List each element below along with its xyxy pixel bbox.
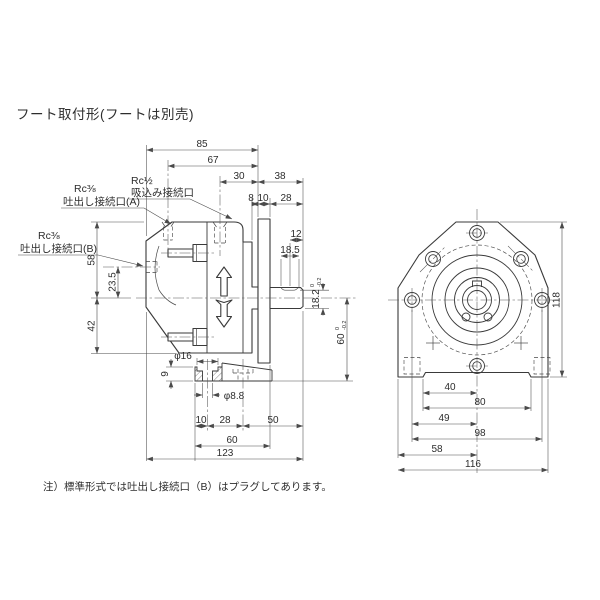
shaft-key-flat [280,287,299,291]
dim-60-tol-lower: -0.2 [342,321,348,330]
foot-hatch-left [194,366,203,382]
dim-18-2: 18.2 [311,289,322,309]
small-hole-right [483,312,493,322]
dim-123: 123 [217,448,234,459]
dim-60-foot: 60 [226,435,238,446]
drawing-note: 注）標準形式では吐出し接続口（B）はプラグしてあります。 [43,480,332,493]
discharge-b-size-text: Rc⅜ [38,230,60,242]
dim-23-5: 23.5 [108,272,119,292]
mounting-flange [257,218,271,364]
small-hole-left [461,312,471,322]
side-view: 85 67 30 38 8 10 28 12 18.5 18.2 0 -0.2 … [18,139,356,462]
dim-49: 49 [438,413,450,424]
suction-port [212,221,228,244]
suction-size-text: Rc½ [131,175,153,187]
dim-18-5: 18.5 [280,245,300,256]
dim-58-front: 58 [431,444,443,455]
through-bolt-bottom [161,327,215,347]
flow-up-arrow-icon [215,266,233,297]
dim-28-shaft: 28 [280,193,292,204]
dim-118: 118 [552,292,563,308]
suction-label-text: 吸込み接続口 [131,186,194,199]
dim-8: 8 [248,193,254,204]
dim-67: 67 [207,155,219,166]
dim-9: 9 [160,371,171,377]
discharge-b-label: Rc⅜ 吐出し接続口(B) [18,230,144,267]
casting-curve [158,289,177,306]
discharge-port-b [146,261,158,273]
dim-28-foot: 28 [219,415,231,426]
pump-body-outline [145,221,259,354]
dim-42: 42 [87,320,98,332]
dim-30: 30 [233,171,245,182]
flange-outline [397,221,549,378]
dim-85: 85 [196,139,208,150]
dimension-lines [94,147,350,462]
dim-18-2-tol-upper: 0 [310,284,316,287]
foot-bracket [194,362,273,382]
dim-phi16: φ16 [174,351,192,362]
dim-phi8-8: φ8.8 [224,391,245,402]
dim-10-foot: 10 [195,415,207,426]
dim-18-2-group: 18.2 0 -0.2 [310,278,323,309]
dim-38: 38 [274,171,286,182]
foot-hatch-right [212,366,223,382]
dim-58: 58 [87,254,98,266]
dim-50: 50 [267,415,279,426]
drawing-title: フート取付形(フートは別売) [16,107,194,122]
extension-lines [91,145,353,461]
dim-98: 98 [474,428,486,439]
dim-80: 80 [474,397,486,408]
flow-down-arrow-icon [215,299,233,328]
foot-screw-marks [426,336,528,350]
discharge-a-size-text: Rc⅜ [74,183,96,195]
discharge-a-label: Rc⅜ 吐出し接続口(A) [61,183,172,225]
suction-port-label: Rc½ 吸込み接続口 [129,175,233,220]
front-dimension-lines [397,221,565,473]
discharge-port-a [161,221,175,241]
dim-60-tol-upper: 0 [335,327,341,330]
dim-10: 10 [257,193,269,204]
dim-60-center: 60 [336,333,347,345]
front-view: 118 40 80 49 98 58 116 [388,209,567,473]
dim-40: 40 [444,382,456,393]
through-bolt-top [161,243,215,263]
discharge-b-label-text: 吐出し接続口(B) [20,242,97,255]
discharge-a-label-text: 吐出し接続口(A) [63,195,140,208]
dim-18-2-tol-lower: -0.2 [317,278,323,287]
keyway-slot [472,280,482,287]
dim-116: 116 [465,459,481,470]
casting-curve [154,245,160,291]
dim-60-center-group: 60 0 -0.2 [335,321,348,345]
dim-12: 12 [290,229,302,240]
